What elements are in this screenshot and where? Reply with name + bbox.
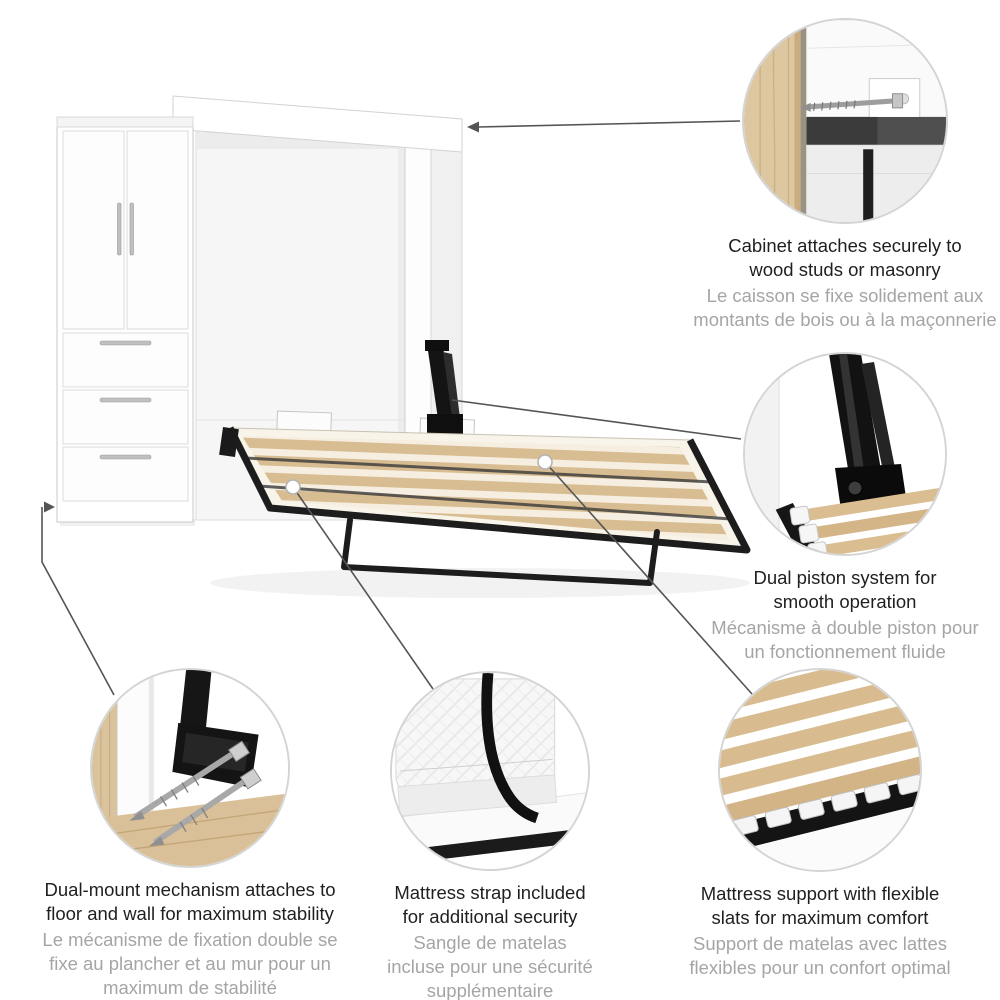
callout-title-en: Mattress strap included for additional s… <box>394 882 586 927</box>
callout-subtitle-fr: Sangle de matelas incluse pour une sécur… <box>387 932 593 1000</box>
mounting-screw <box>800 93 904 112</box>
wardrobe-door-right <box>126 130 189 330</box>
bed-platform <box>219 426 751 586</box>
callout-subtitle-fr: Support de matelas avec lattes flexibles… <box>689 933 951 978</box>
callout-connectors <box>41 120 753 696</box>
wardrobe-door-left <box>62 130 125 330</box>
callout-marker-dot-icon <box>285 479 301 495</box>
callout-photo-cabinet-attachment <box>742 18 948 224</box>
callout-mattress-strap: Mattress strap included for additional s… <box>320 671 660 1000</box>
wood-stud <box>744 20 801 222</box>
cabinet-attachment-detail <box>744 20 946 222</box>
piston-mechanism <box>425 340 463 434</box>
lag-screw <box>129 740 250 821</box>
callout-marker-dot-icon <box>537 454 553 470</box>
callout-subtitle-fr: Le mécanisme de fixation double se fixe … <box>42 929 338 998</box>
door-handle <box>129 202 134 256</box>
metal-frame <box>226 426 751 554</box>
callout-photo-dual-mount <box>90 668 290 868</box>
arrowhead-left-icon <box>467 121 479 133</box>
callout-dual-mount: Dual-mount mechanism attaches to floor a… <box>10 668 370 1000</box>
cabinet-side-panel <box>745 354 779 554</box>
callout-title-en: Dual piston system for smooth operation <box>753 567 937 612</box>
callout-title-en: Mattress support with flexible slats for… <box>700 883 940 928</box>
callout-title-en: Cabinet attaches securely to wood studs … <box>728 235 962 280</box>
callout-mattress-support: Mattress support with flexible slats for… <box>640 668 1000 980</box>
callout-subtitle-fr: Mécanisme à double piston pour un foncti… <box>711 617 979 662</box>
drawer-handle <box>99 397 152 403</box>
connector-mattress-support <box>544 461 753 695</box>
mount-bracket <box>172 670 259 788</box>
floor-shadow <box>210 568 750 598</box>
callout-photo-mattress-strap <box>390 671 590 871</box>
callout-subtitle-fr: Le caisson se fixe solidement aux montan… <box>693 285 997 330</box>
dual-mount-detail <box>92 670 288 866</box>
slats-detail <box>775 487 945 554</box>
wall-stud <box>92 670 118 831</box>
callout-photo-mattress-support <box>718 668 922 872</box>
callout-title-en: Dual-mount mechanism attaches to floor a… <box>44 879 336 924</box>
lower-panel <box>806 144 946 222</box>
connector-dual-mount <box>41 507 115 696</box>
lag-screw-2 <box>148 768 262 847</box>
callout-cabinet-attachment: Cabinet attaches securely to wood studs … <box>665 18 1000 332</box>
wood-slats <box>242 436 730 541</box>
murphy-bed-cabinet <box>169 95 476 521</box>
arrowhead-right-icon <box>44 501 55 513</box>
drawer-handle <box>99 340 152 346</box>
mattress <box>395 678 558 817</box>
floor <box>92 793 288 866</box>
hinge-hardware <box>219 427 239 457</box>
wardrobe-cabinet <box>56 116 194 523</box>
mattress-support-detail <box>720 670 920 870</box>
drawer-handle <box>99 454 152 460</box>
leg-bar <box>341 517 660 586</box>
connector-cabinet-attachment <box>477 120 741 128</box>
connector-dual-piston <box>451 399 742 440</box>
callout-dual-piston: Dual piston system for smooth operation … <box>665 352 1000 664</box>
dual-piston-detail <box>745 354 945 554</box>
mattress-strap-detail <box>392 673 588 869</box>
mattress-strap-band <box>481 673 539 824</box>
callout-photo-dual-piston <box>743 352 947 556</box>
cabinet-side <box>116 670 154 826</box>
door-handle <box>117 202 122 256</box>
connector-mattress-strap <box>292 486 434 690</box>
